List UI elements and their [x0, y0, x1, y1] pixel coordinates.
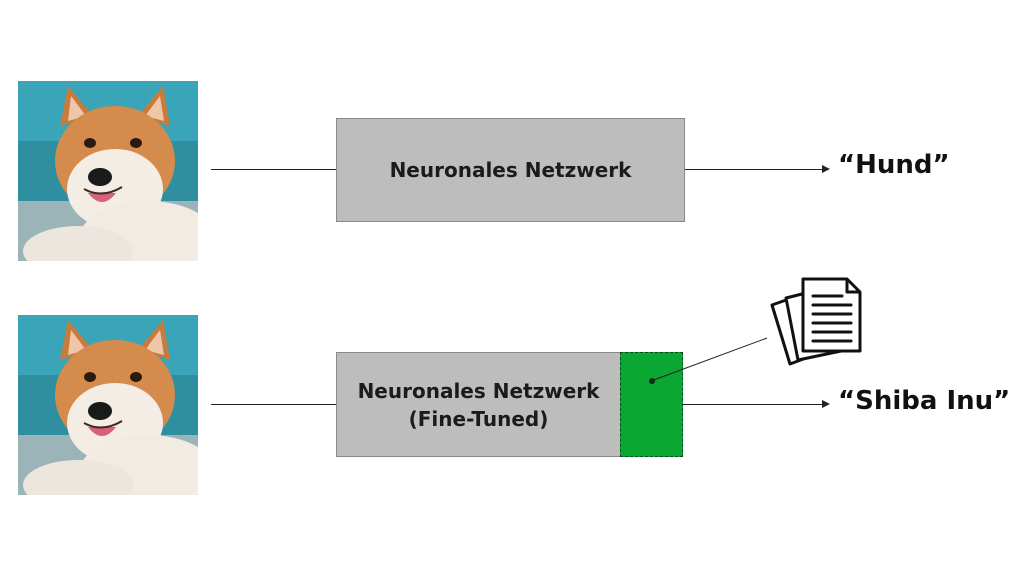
output-label-hund: “Hund” — [838, 150, 950, 180]
output-arrow-2 — [683, 400, 830, 408]
input-connector-line-2 — [211, 404, 336, 405]
output-label-shiba-inu: “Shiba Inu” — [838, 386, 1011, 416]
output-arrow — [685, 165, 830, 173]
fine-tuning-adapter-block — [620, 352, 683, 457]
network-label: Neuronales Netzwerk — [357, 378, 600, 403]
dog-photo — [18, 81, 198, 261]
shiba-inu-image — [18, 315, 198, 495]
dog-photo-2 — [18, 315, 198, 495]
documents-connector-line — [650, 337, 768, 382]
fine-tuned-label: (Fine-Tuned) — [408, 406, 549, 431]
shiba-inu-image — [18, 81, 198, 261]
fine-tuned-network-box: Neuronales Netzwerk (Fine-Tuned) — [336, 352, 621, 457]
network-box: Neuronales Netzwerk — [336, 118, 685, 222]
input-connector-line — [211, 169, 336, 170]
network-label: Neuronales Netzwerk — [389, 158, 632, 182]
